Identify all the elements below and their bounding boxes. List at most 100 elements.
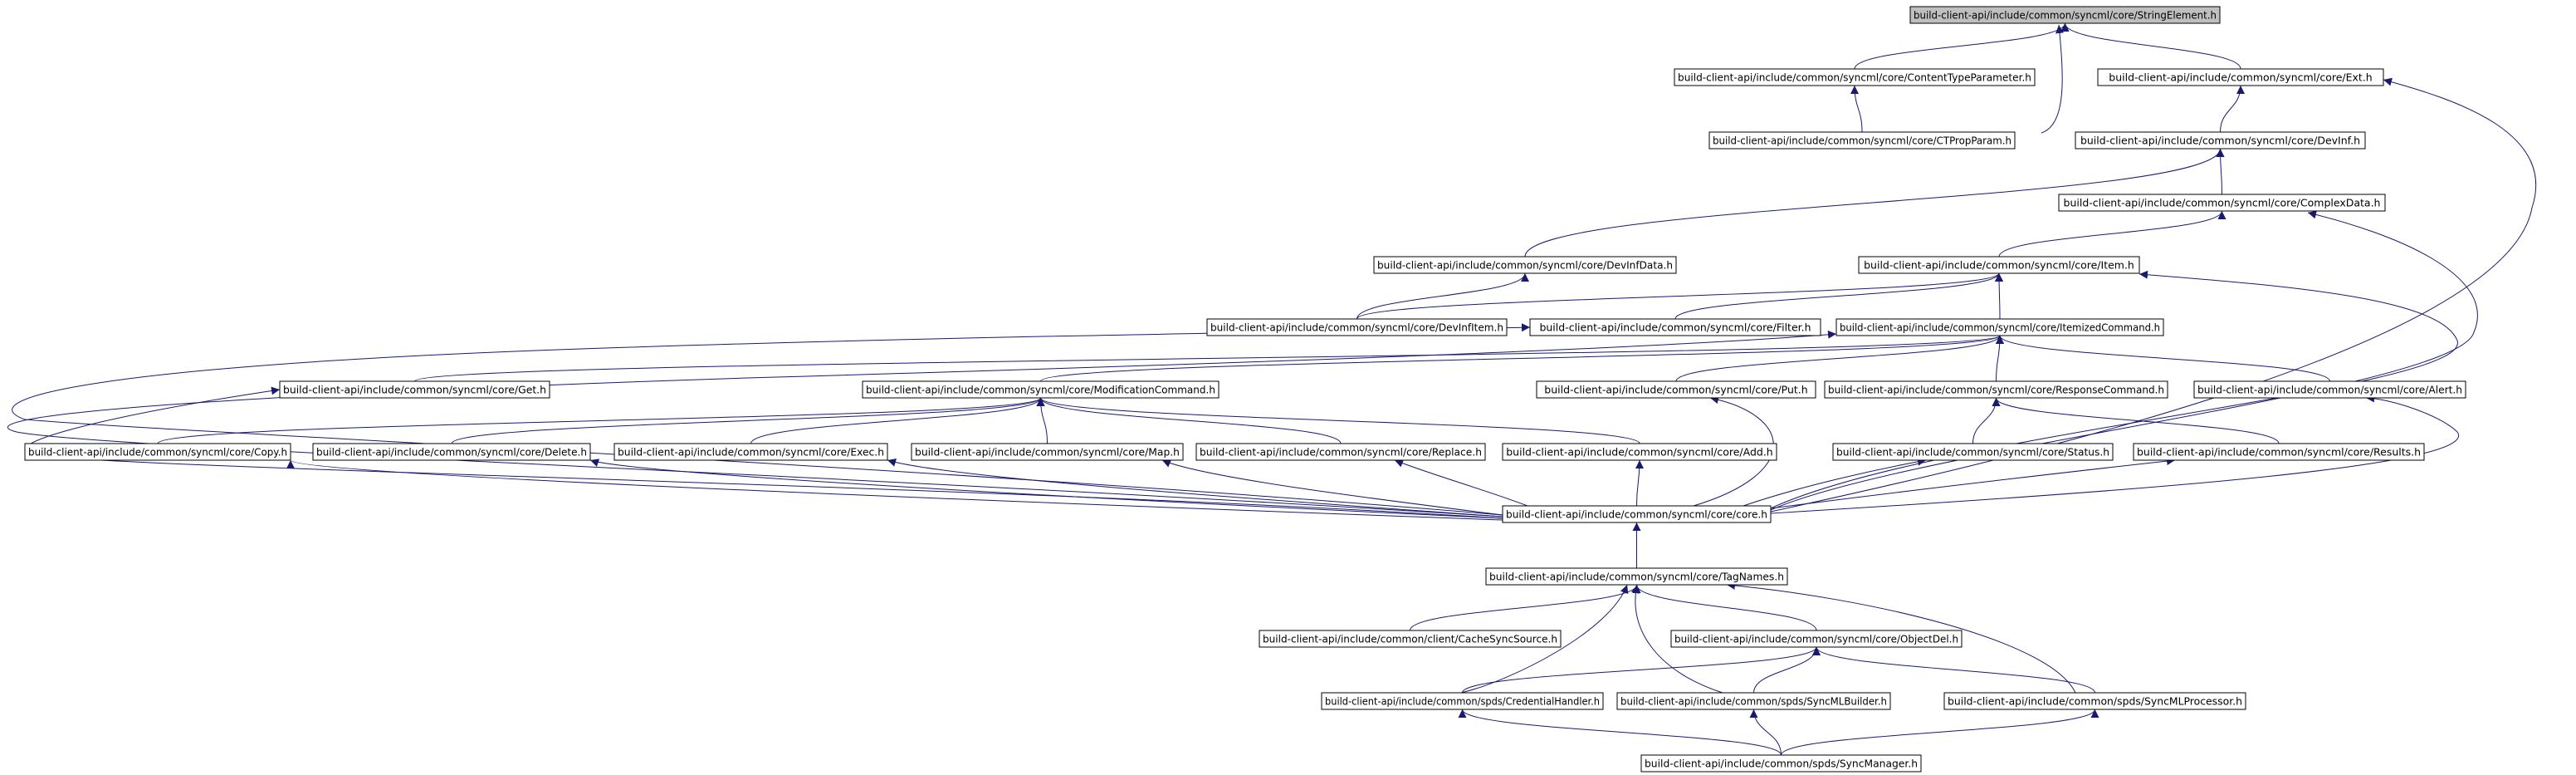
node-tagnames[interactable]: build-client-api/include/common/syncml/c…: [1485, 567, 1788, 586]
node-status[interactable]: build-client-api/include/common/syncml/c…: [1832, 443, 2114, 461]
dependency-edge: [1996, 335, 2330, 382]
dependency-edge: [1635, 459, 1644, 507]
dependency-edge: [1770, 210, 2478, 511]
node-core[interactable]: build-client-api/include/common/syncml/c…: [1502, 505, 1772, 523]
node-responsecommand[interactable]: build-client-api/include/common/syncml/c…: [1824, 380, 2168, 399]
node-filter[interactable]: build-client-api/include/common/syncml/c…: [1529, 318, 1821, 336]
node-put[interactable]: build-client-api/include/common/syncml/c…: [1536, 380, 1816, 399]
node-objectdel[interactable]: build-client-api/include/common/syncml/c…: [1670, 630, 1963, 648]
dependency-edge: [286, 459, 1503, 521]
node-syncmlbuilder[interactable]: build-client-api/include/common/spds/Syn…: [1616, 692, 1891, 710]
dependency-edge: [1749, 709, 1782, 756]
dependency-edge: [1632, 584, 1817, 631]
node-devinf[interactable]: build-client-api/include/common/syncml/c…: [2075, 131, 2366, 150]
node-label: build-client-api/include/common/syncml/c…: [283, 384, 546, 396]
node-box: [2097, 68, 2384, 86]
node-label: build-client-api/include/common/spds/Syn…: [1620, 695, 1887, 708]
node-label: build-client-api/include/common/client/C…: [1263, 633, 1557, 645]
node-label: build-client-api/include/common/syncml/c…: [1828, 384, 2164, 396]
node-label: build-client-api/include/common/syncml/c…: [1539, 321, 1811, 334]
dependency-edge: [1631, 584, 1723, 694]
node-label: build-client-api/include/common/syncml/c…: [1210, 321, 1503, 334]
node-box: [1640, 754, 1922, 773]
node-box: [1195, 443, 1486, 461]
node-box: [862, 380, 1220, 399]
dependency-edge: [1161, 459, 1503, 516]
node-copy[interactable]: build-client-api/include/common/syncml/c…: [24, 443, 291, 461]
node-box: [1259, 630, 1562, 648]
dependency-edge: [887, 459, 1503, 517]
node-add[interactable]: build-client-api/include/common/syncml/c…: [1502, 443, 1777, 461]
node-box: [24, 443, 291, 461]
dependency-edge: [1460, 584, 1629, 694]
node-label: build-client-api/include/common/syncml/c…: [1864, 259, 2134, 272]
node-label: build-client-api/include/common/syncml/c…: [1914, 9, 2217, 22]
node-complexdata[interactable]: build-client-api/include/common/syncml/c…: [2058, 194, 2386, 212]
node-get[interactable]: build-client-api/include/common/syncml/c…: [279, 380, 550, 399]
dependency-edge: [1462, 646, 1821, 694]
node-box: [613, 443, 888, 461]
node-syncmanager[interactable]: build-client-api/include/common/spds/Syn…: [1640, 754, 1922, 773]
node-label: build-client-api/include/common/syncml/c…: [1674, 633, 1958, 645]
node-contenttypeparameter[interactable]: build-client-api/include/common/syncml/c…: [1674, 68, 2036, 86]
node-box: [1835, 318, 2164, 336]
dependency-edge: [1854, 22, 2070, 70]
node-alert[interactable]: build-client-api/include/common/syncml/c…: [2193, 380, 2466, 399]
node-replace[interactable]: build-client-api/include/common/syncml/c…: [1195, 443, 1486, 461]
dependency-edge: [589, 459, 1503, 519]
node-label: build-client-api/include/common/syncml/c…: [2137, 446, 2421, 459]
node-layer: build-client-api/include/common/syncml/c…: [24, 6, 2466, 773]
node-box: [1943, 692, 2246, 710]
dependency-edge: [2220, 85, 2245, 133]
node-label: build-client-api/include/common/syncml/c…: [2064, 197, 2381, 209]
node-ctpropparam[interactable]: build-client-api/include/common/syncml/c…: [1708, 131, 2016, 150]
node-devinfitem[interactable]: build-client-api/include/common/syncml/c…: [1206, 318, 1508, 336]
dependency-edge: [1972, 397, 2001, 444]
node-label: build-client-api/include/common/syncml/c…: [28, 446, 287, 459]
node-label: build-client-api/include/common/syncml/c…: [1377, 259, 1673, 272]
node-delete[interactable]: build-client-api/include/common/syncml/c…: [312, 443, 591, 461]
node-ext[interactable]: build-client-api/include/common/syncml/c…: [2097, 68, 2384, 86]
node-results[interactable]: build-client-api/include/common/syncml/c…: [2133, 443, 2425, 461]
dependency-edge: [1995, 335, 2004, 382]
node-box: [1536, 380, 1816, 399]
dependency-edge: [1998, 210, 2227, 258]
node-syncmlprocessor[interactable]: build-client-api/include/common/spds/Syn…: [1943, 692, 2246, 710]
dependency-edge: [1781, 709, 2099, 756]
dependency-edge: [1036, 397, 1048, 444]
node-exec[interactable]: build-client-api/include/common/syncml/c…: [613, 443, 888, 461]
dependency-edge: [414, 335, 2004, 382]
node-box: [1529, 318, 1821, 336]
node-devinfdata[interactable]: build-client-api/include/common/syncml/c…: [1373, 256, 1677, 274]
node-box: [2193, 380, 2466, 399]
dependency-edge: [2060, 22, 2241, 70]
node-label: build-client-api/include/common/syncml/c…: [1200, 446, 1482, 459]
dependency-edge: [1675, 335, 2004, 382]
node-label: build-client-api/include/common/syncml/c…: [2080, 135, 2360, 147]
dependency-edge: [1743, 457, 1927, 507]
root-node-box: [1909, 6, 2221, 24]
node-modificationcommand[interactable]: build-client-api/include/common/syncml/c…: [862, 380, 1220, 399]
dependency-edge: [1036, 397, 1640, 444]
node-map[interactable]: build-client-api/include/common/syncml/c…: [911, 443, 1184, 461]
dependency-edge: [1524, 148, 2225, 258]
node-label: build-client-api/include/common/syncml/c…: [316, 446, 587, 459]
node-label: build-client-api/include/common/syncml/c…: [1506, 446, 1772, 459]
node-box: [2133, 443, 2425, 461]
node-box: [1858, 256, 2140, 274]
node-label: build-client-api/include/common/syncml/c…: [1836, 446, 2109, 459]
node-cachesyncsource[interactable]: build-client-api/include/common/client/C…: [1259, 630, 1562, 648]
node-credentialhandler[interactable]: build-client-api/include/common/spds/Cre…: [1321, 692, 1604, 710]
dependency-edge: [1770, 77, 2537, 513]
dependency-edge: [750, 397, 1045, 444]
dependency-edge: [1995, 272, 2004, 320]
dependency-edge: [1410, 584, 1641, 631]
node-stringelement[interactable]: build-client-api/include/common/syncml/c…: [1909, 6, 2221, 24]
dependency-edge: [1726, 581, 2076, 694]
dependency-edge: [1394, 459, 1528, 507]
dependency-edge: [1812, 646, 2095, 694]
node-itemizedcommand[interactable]: build-client-api/include/common/syncml/c…: [1835, 318, 2164, 336]
dependency-edge: [12, 323, 1531, 516]
node-item[interactable]: build-client-api/include/common/syncml/c…: [1858, 256, 2140, 274]
node-box: [1670, 630, 1963, 648]
